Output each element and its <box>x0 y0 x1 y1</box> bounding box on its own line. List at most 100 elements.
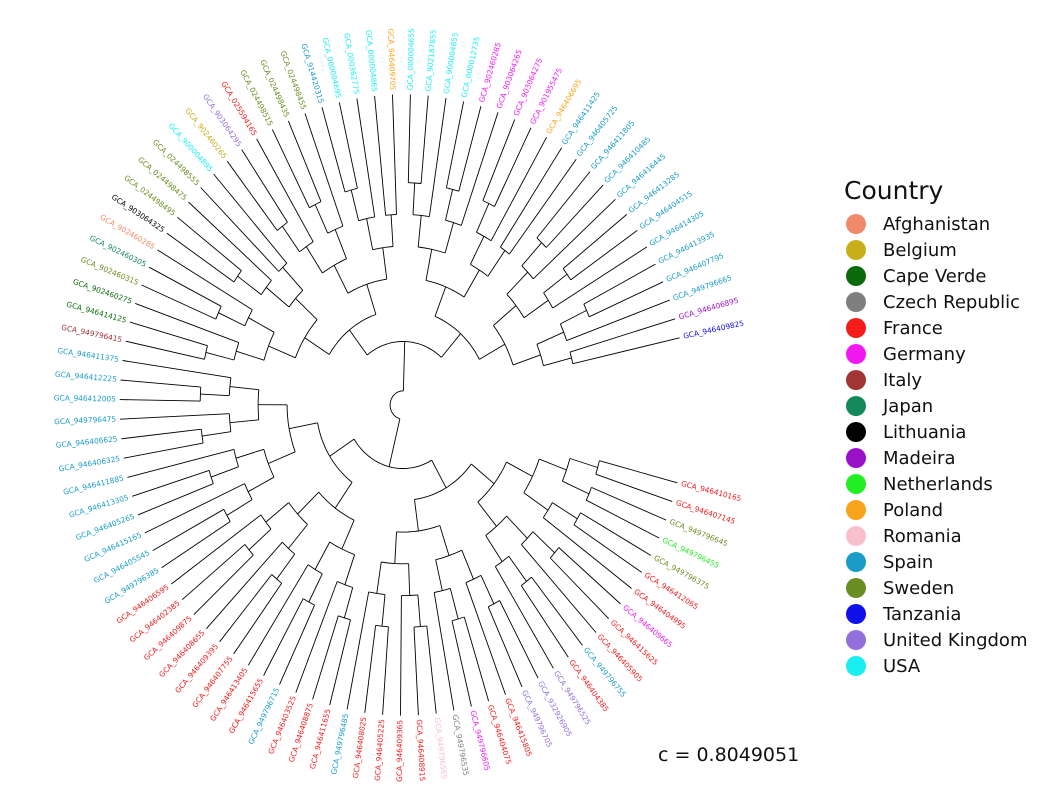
tree-branch-arc <box>412 214 430 218</box>
tip-label: GCA_000004865 <box>364 30 379 93</box>
legend-item: USA <box>836 653 1051 679</box>
legend-item: Japan <box>836 393 1051 419</box>
tree-branch-arc <box>485 515 507 536</box>
tip-label: GCA_946409825 <box>682 318 745 340</box>
tree-branch-arc <box>257 389 260 420</box>
tree-branch-arc <box>445 219 462 226</box>
tree-branch <box>458 106 482 192</box>
tree-branch <box>552 246 648 309</box>
legend-swatch <box>846 370 866 390</box>
tree-branch-arc <box>294 319 318 358</box>
tree-branch <box>476 203 490 233</box>
legend-swatch <box>846 422 866 442</box>
tree-branch <box>308 573 323 603</box>
tree-branch <box>229 386 259 391</box>
legend-label: Lithuania <box>883 421 967 443</box>
legend-label: Italy <box>883 369 923 391</box>
tree-branch <box>247 476 275 493</box>
tree-branch <box>202 431 231 437</box>
legend-item: Italy <box>836 367 1051 393</box>
tree-branch <box>193 554 254 615</box>
tree-branch-arc <box>228 413 232 432</box>
tree-branch <box>248 528 272 551</box>
tree-branch-arc <box>543 292 554 309</box>
tree-branch-arc <box>260 280 272 295</box>
tree-branch <box>177 216 242 271</box>
tree-branch-arc <box>260 514 272 530</box>
tree-branch-arc <box>244 309 253 327</box>
tree-branch-arc <box>338 615 351 621</box>
legend-item: Sweden <box>836 575 1051 601</box>
tree-branch-arc <box>562 268 572 281</box>
tip-label: GCA_946411655 <box>308 708 333 770</box>
tree-branch <box>532 198 616 280</box>
tree-branch <box>463 616 490 702</box>
tree-branch-arc <box>223 509 231 522</box>
tree-branch <box>366 284 377 315</box>
tree-branch <box>493 305 517 326</box>
tree-branch <box>461 550 474 580</box>
tree-branch <box>543 517 632 589</box>
tree-branch <box>485 535 503 562</box>
tree-branch <box>531 576 583 646</box>
tree-branch <box>188 201 272 281</box>
tree-branch <box>338 102 358 189</box>
tree-branch <box>506 515 528 539</box>
legend-swatch <box>846 240 866 260</box>
tree-branch <box>344 554 356 585</box>
tree-branch <box>417 215 422 248</box>
tree-branch-arc <box>381 561 409 565</box>
tree-branch <box>390 214 394 247</box>
legend-item: United Kingdom <box>836 627 1051 653</box>
tree-branch-arc <box>595 460 600 475</box>
tree-branch <box>523 492 549 511</box>
tree-branch <box>229 419 259 424</box>
legend-swatch <box>846 448 866 468</box>
tree-branch <box>520 585 569 658</box>
tree-branch-arc <box>495 555 510 567</box>
tree-branch <box>433 592 455 711</box>
tree-branch <box>549 557 610 620</box>
concordance-statistic: c = 0.8049051 <box>658 744 800 766</box>
tree-branch <box>394 531 397 564</box>
tree-branch-arc <box>569 351 574 364</box>
tree-branch <box>506 271 529 295</box>
tree-branch <box>349 329 368 356</box>
tree-branch-arc <box>302 598 315 606</box>
tree-branch <box>235 448 264 459</box>
tree-branch <box>480 575 495 604</box>
tree-branch-arc <box>228 377 232 396</box>
legend-label: Cape Verde <box>883 265 987 287</box>
tree-branch-arc <box>418 246 446 254</box>
tree-branch-arc <box>233 449 239 467</box>
tree-branch <box>573 524 642 573</box>
tree-branch <box>366 218 374 250</box>
legend-label: Afghanistan <box>883 213 991 235</box>
tip-label: GCA_946406325 <box>58 454 121 474</box>
tree-branch-arc <box>413 625 427 628</box>
tree-branch-arc <box>244 544 254 556</box>
tree-branch-arc <box>536 237 547 248</box>
tree-branch <box>276 553 296 580</box>
tree-branch <box>562 480 590 495</box>
tree-branch <box>265 287 290 308</box>
tree-branch-arc <box>477 461 507 503</box>
tip-label: GCA_946411375 <box>57 346 120 364</box>
legend-swatch <box>846 526 866 546</box>
tree-branch <box>157 249 253 311</box>
legend-label: Germany <box>883 343 966 365</box>
tree-branch <box>314 204 329 234</box>
tree-branch-arc <box>233 342 240 361</box>
tree-branch <box>288 524 308 549</box>
tree-branch <box>521 242 542 267</box>
tree-branch <box>490 136 547 241</box>
tree-branch <box>295 298 318 321</box>
tree-branch-arc <box>286 404 296 452</box>
tree-tip-labels: GCA_946410165GCA_946407145GCA_949796645G… <box>54 28 745 782</box>
tree-branch-arc <box>278 262 288 272</box>
legend-title: Country <box>844 176 944 205</box>
tree-branch <box>589 281 664 318</box>
tip-label: GCA_946411885 <box>62 473 125 496</box>
tree-branch <box>431 459 447 489</box>
tree-branch <box>417 594 421 627</box>
